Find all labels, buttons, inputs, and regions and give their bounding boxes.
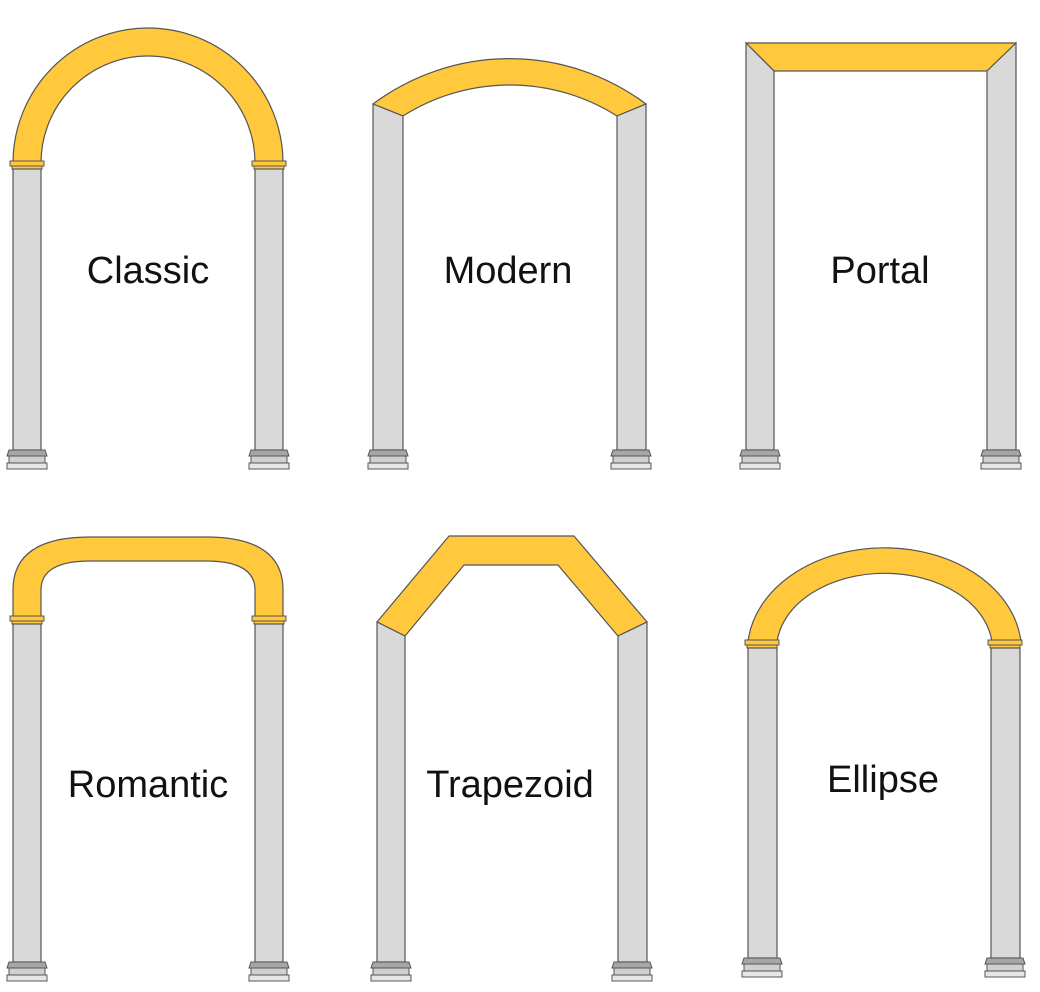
classic-left-column: [6, 160, 48, 470]
trapezoid-right-column: [611, 621, 653, 982]
arch-ellipse: Ellipse: [741, 547, 1026, 978]
romantic-arch-top: [12, 536, 284, 619]
trapezoid-arch-top: [376, 535, 648, 637]
ellipse-arch-top: [747, 547, 1022, 643]
arch-romantic: Romantic: [6, 536, 290, 982]
portal-label: Portal: [830, 250, 929, 292]
classic-arch-top: [12, 27, 284, 164]
modern-arch-top: [372, 58, 647, 117]
ellipse-label: Ellipse: [827, 759, 939, 801]
portal-right-column: [980, 41, 1022, 470]
romantic-left-column: [6, 615, 48, 982]
portal-lintel: [745, 42, 1017, 72]
ellipse-right-column: [984, 639, 1026, 978]
classic-right-column: [248, 160, 290, 470]
arch-modern: Modern: [367, 58, 652, 470]
arch-portal: Portal: [739, 41, 1022, 470]
modern-right-column: [610, 103, 652, 470]
romantic-label: Romantic: [68, 764, 229, 806]
arch-trapezoid: Trapezoid: [370, 535, 653, 982]
classic-label: Classic: [87, 250, 209, 292]
arch-classic: Classic: [6, 27, 290, 470]
ellipse-left-column: [741, 639, 783, 978]
trapezoid-left-column: [370, 621, 412, 982]
modern-left-column: [367, 103, 409, 470]
portal-left-column: [739, 41, 781, 470]
trapezoid-label: Trapezoid: [426, 764, 594, 806]
romantic-right-column: [248, 615, 290, 982]
modern-label: Modern: [444, 250, 573, 292]
